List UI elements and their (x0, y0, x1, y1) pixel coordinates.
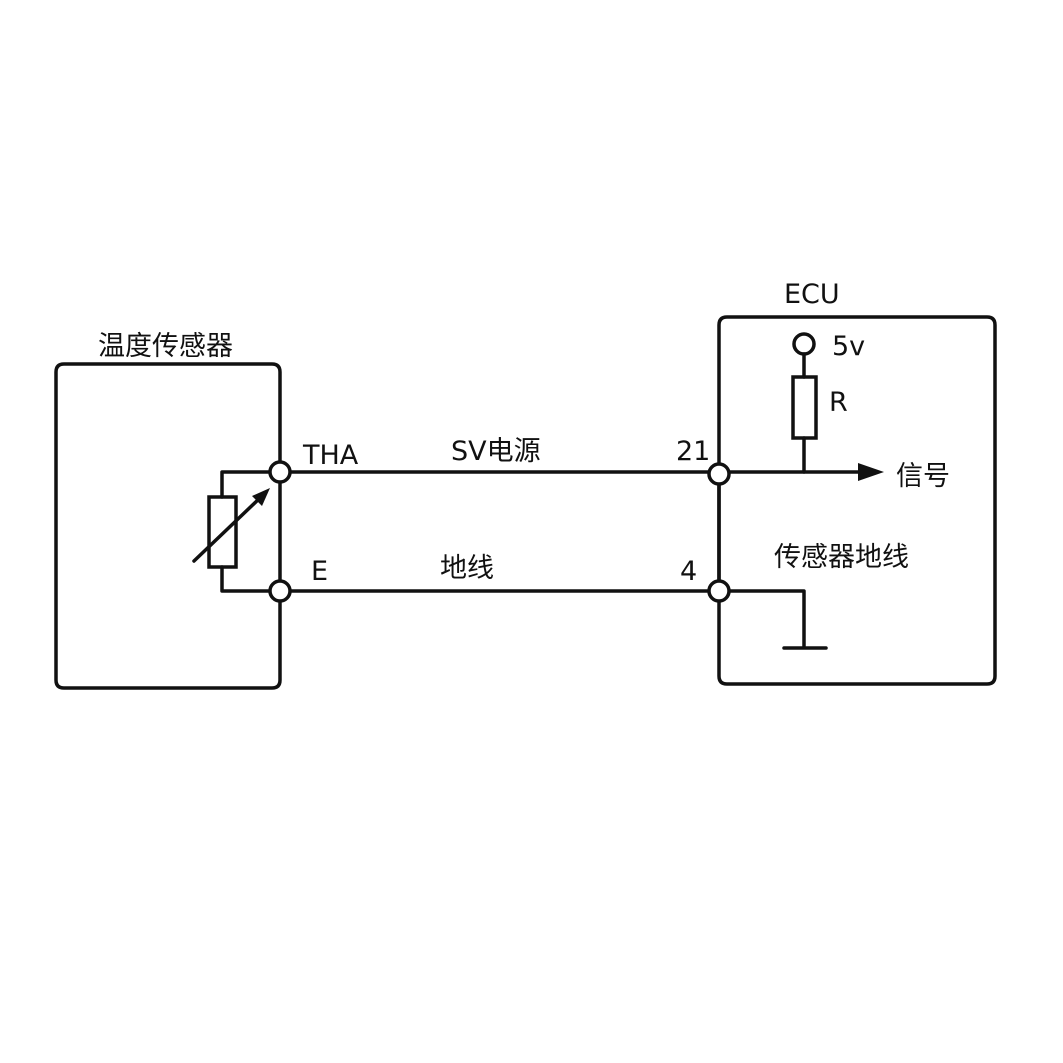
connector-tha (268, 460, 292, 484)
signal-label: 信号 (896, 461, 950, 492)
ecu-unit: ECU 5v R 信号 传感器地线 (717, 279, 997, 686)
pullup-resistor (791, 375, 818, 440)
supply-label: 5v (832, 331, 865, 362)
connector-21 (707, 462, 731, 486)
temperature-sensor: 温度传感器 (54, 331, 282, 690)
sensor-ground-label: 传感器地线 (774, 542, 909, 573)
connector-e (268, 579, 292, 603)
ecu-box (717, 315, 997, 686)
resistor-label: R (829, 387, 848, 418)
thermistor-arrow-line (192, 494, 264, 563)
sensor-title: 温度传感器 (98, 331, 233, 362)
thermistor-body (207, 495, 238, 569)
supply-terminal (792, 332, 816, 356)
connector-4 (707, 579, 731, 603)
pin-4-label: 4 (680, 556, 697, 587)
signal-arrow-head (858, 463, 884, 481)
power-wire-label: SV电源 (451, 436, 541, 467)
thermistor-wire-bottom (220, 565, 282, 593)
ground-wire-label: 地线 (440, 553, 494, 584)
pin-21-label: 21 (676, 436, 710, 467)
ecu-title: ECU (784, 279, 840, 310)
thermistor-arrow-head (252, 488, 270, 506)
thermistor-wire-top (220, 470, 282, 499)
pin-tha-label: THA (302, 440, 359, 471)
sensor-box (54, 362, 282, 690)
pin-e-label: E (311, 556, 328, 587)
ground-wire (717, 589, 806, 648)
